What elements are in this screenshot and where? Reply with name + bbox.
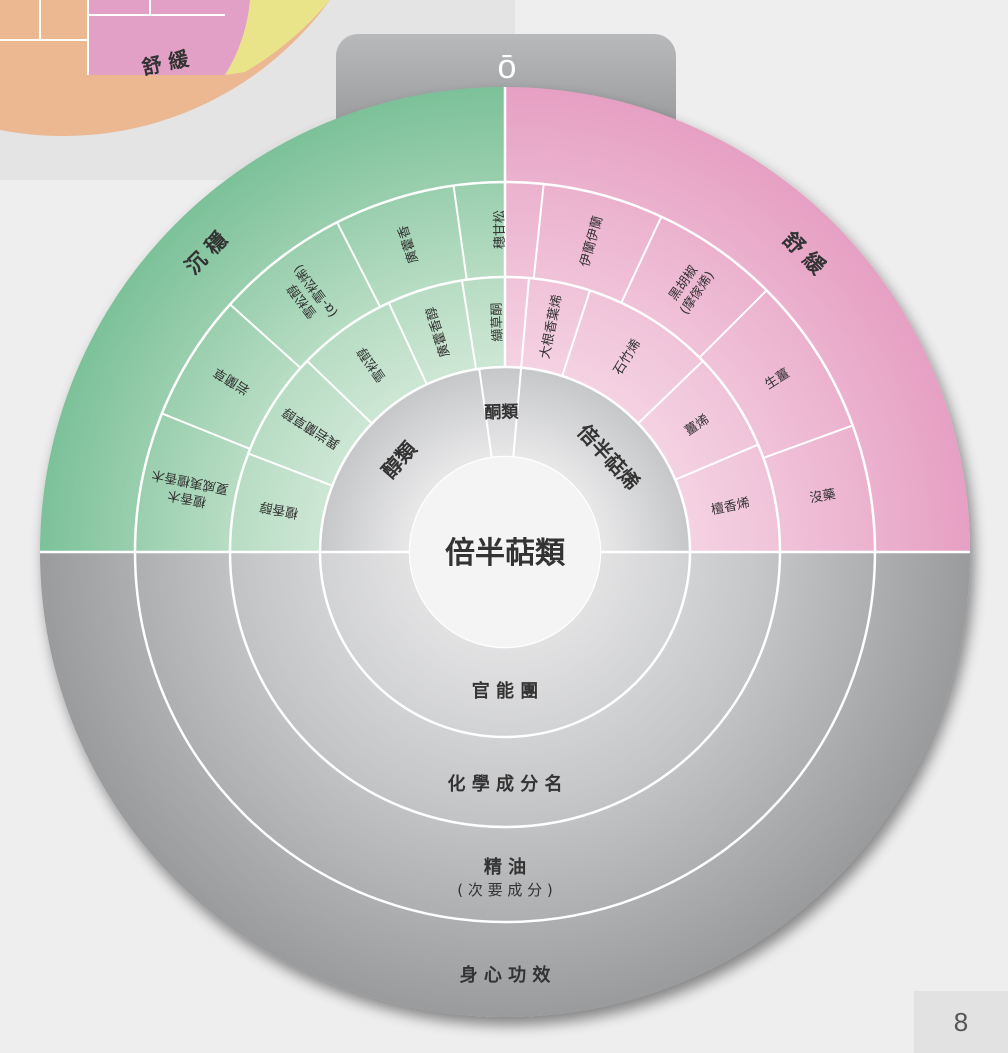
fg-divider [512, 367, 523, 458]
compound-label-text: 檀香醇 [258, 498, 299, 521]
legend-ring4: 身 心 功 效 [460, 964, 552, 986]
tab-glyph: ō [498, 48, 517, 86]
legend-ring1: 官 能 團 [472, 680, 539, 702]
oil-label: 沒藥 [809, 487, 837, 506]
oil-divider [698, 289, 768, 359]
compound-label: 纈草酮 [490, 302, 506, 342]
page-number: 8 [914, 991, 1008, 1053]
corner-pink-sector [88, 0, 250, 75]
compound-label: 檀香烯 [710, 495, 751, 518]
oil-divider [620, 216, 663, 304]
compound-divider [674, 443, 759, 481]
compound-divider [520, 277, 530, 368]
oil-divider [336, 221, 382, 308]
legend-ring2: 化 學 成 分 名 [447, 773, 562, 795]
functional-group-label: 酮類 [484, 402, 520, 423]
compound-divider [637, 360, 704, 425]
oil-divider [532, 183, 545, 279]
oil-divider [161, 412, 251, 450]
wheel-upper-left-green [40, 87, 505, 552]
functional-group-label-text: 酮類 [484, 402, 520, 423]
compound-divider [561, 290, 591, 377]
compound-divider [306, 360, 373, 425]
oil-label: 穗甘松 [492, 210, 508, 249]
oil-label-text: 檀香木 [166, 487, 207, 510]
center-label: 倍半萜類 [445, 536, 566, 571]
compound-label-text: 纈草酮 [490, 302, 506, 342]
compound-divider [460, 280, 478, 370]
compound-divider [247, 452, 333, 487]
oil-divider [452, 185, 468, 280]
center-circle [410, 457, 600, 647]
compound-label-text: 檀香烯 [710, 495, 751, 518]
legend-ring3-line2: ( 次 要 成 分 ) [457, 881, 553, 899]
functional-group-ring [320, 367, 690, 552]
oil-label-text: 沒藥 [809, 487, 837, 506]
oil-divider [229, 303, 302, 369]
legend-ring3-line1: 精 油 [484, 856, 526, 878]
oil-divider [763, 424, 854, 459]
wheel-lower-gray-half [40, 552, 970, 1017]
corner-yellow-sector [225, 0, 330, 75]
compound-divider [387, 302, 428, 385]
oil-label-text: 穗甘松 [492, 210, 508, 249]
compound-label: 檀香醇 [258, 498, 299, 521]
fg-divider [478, 368, 493, 459]
